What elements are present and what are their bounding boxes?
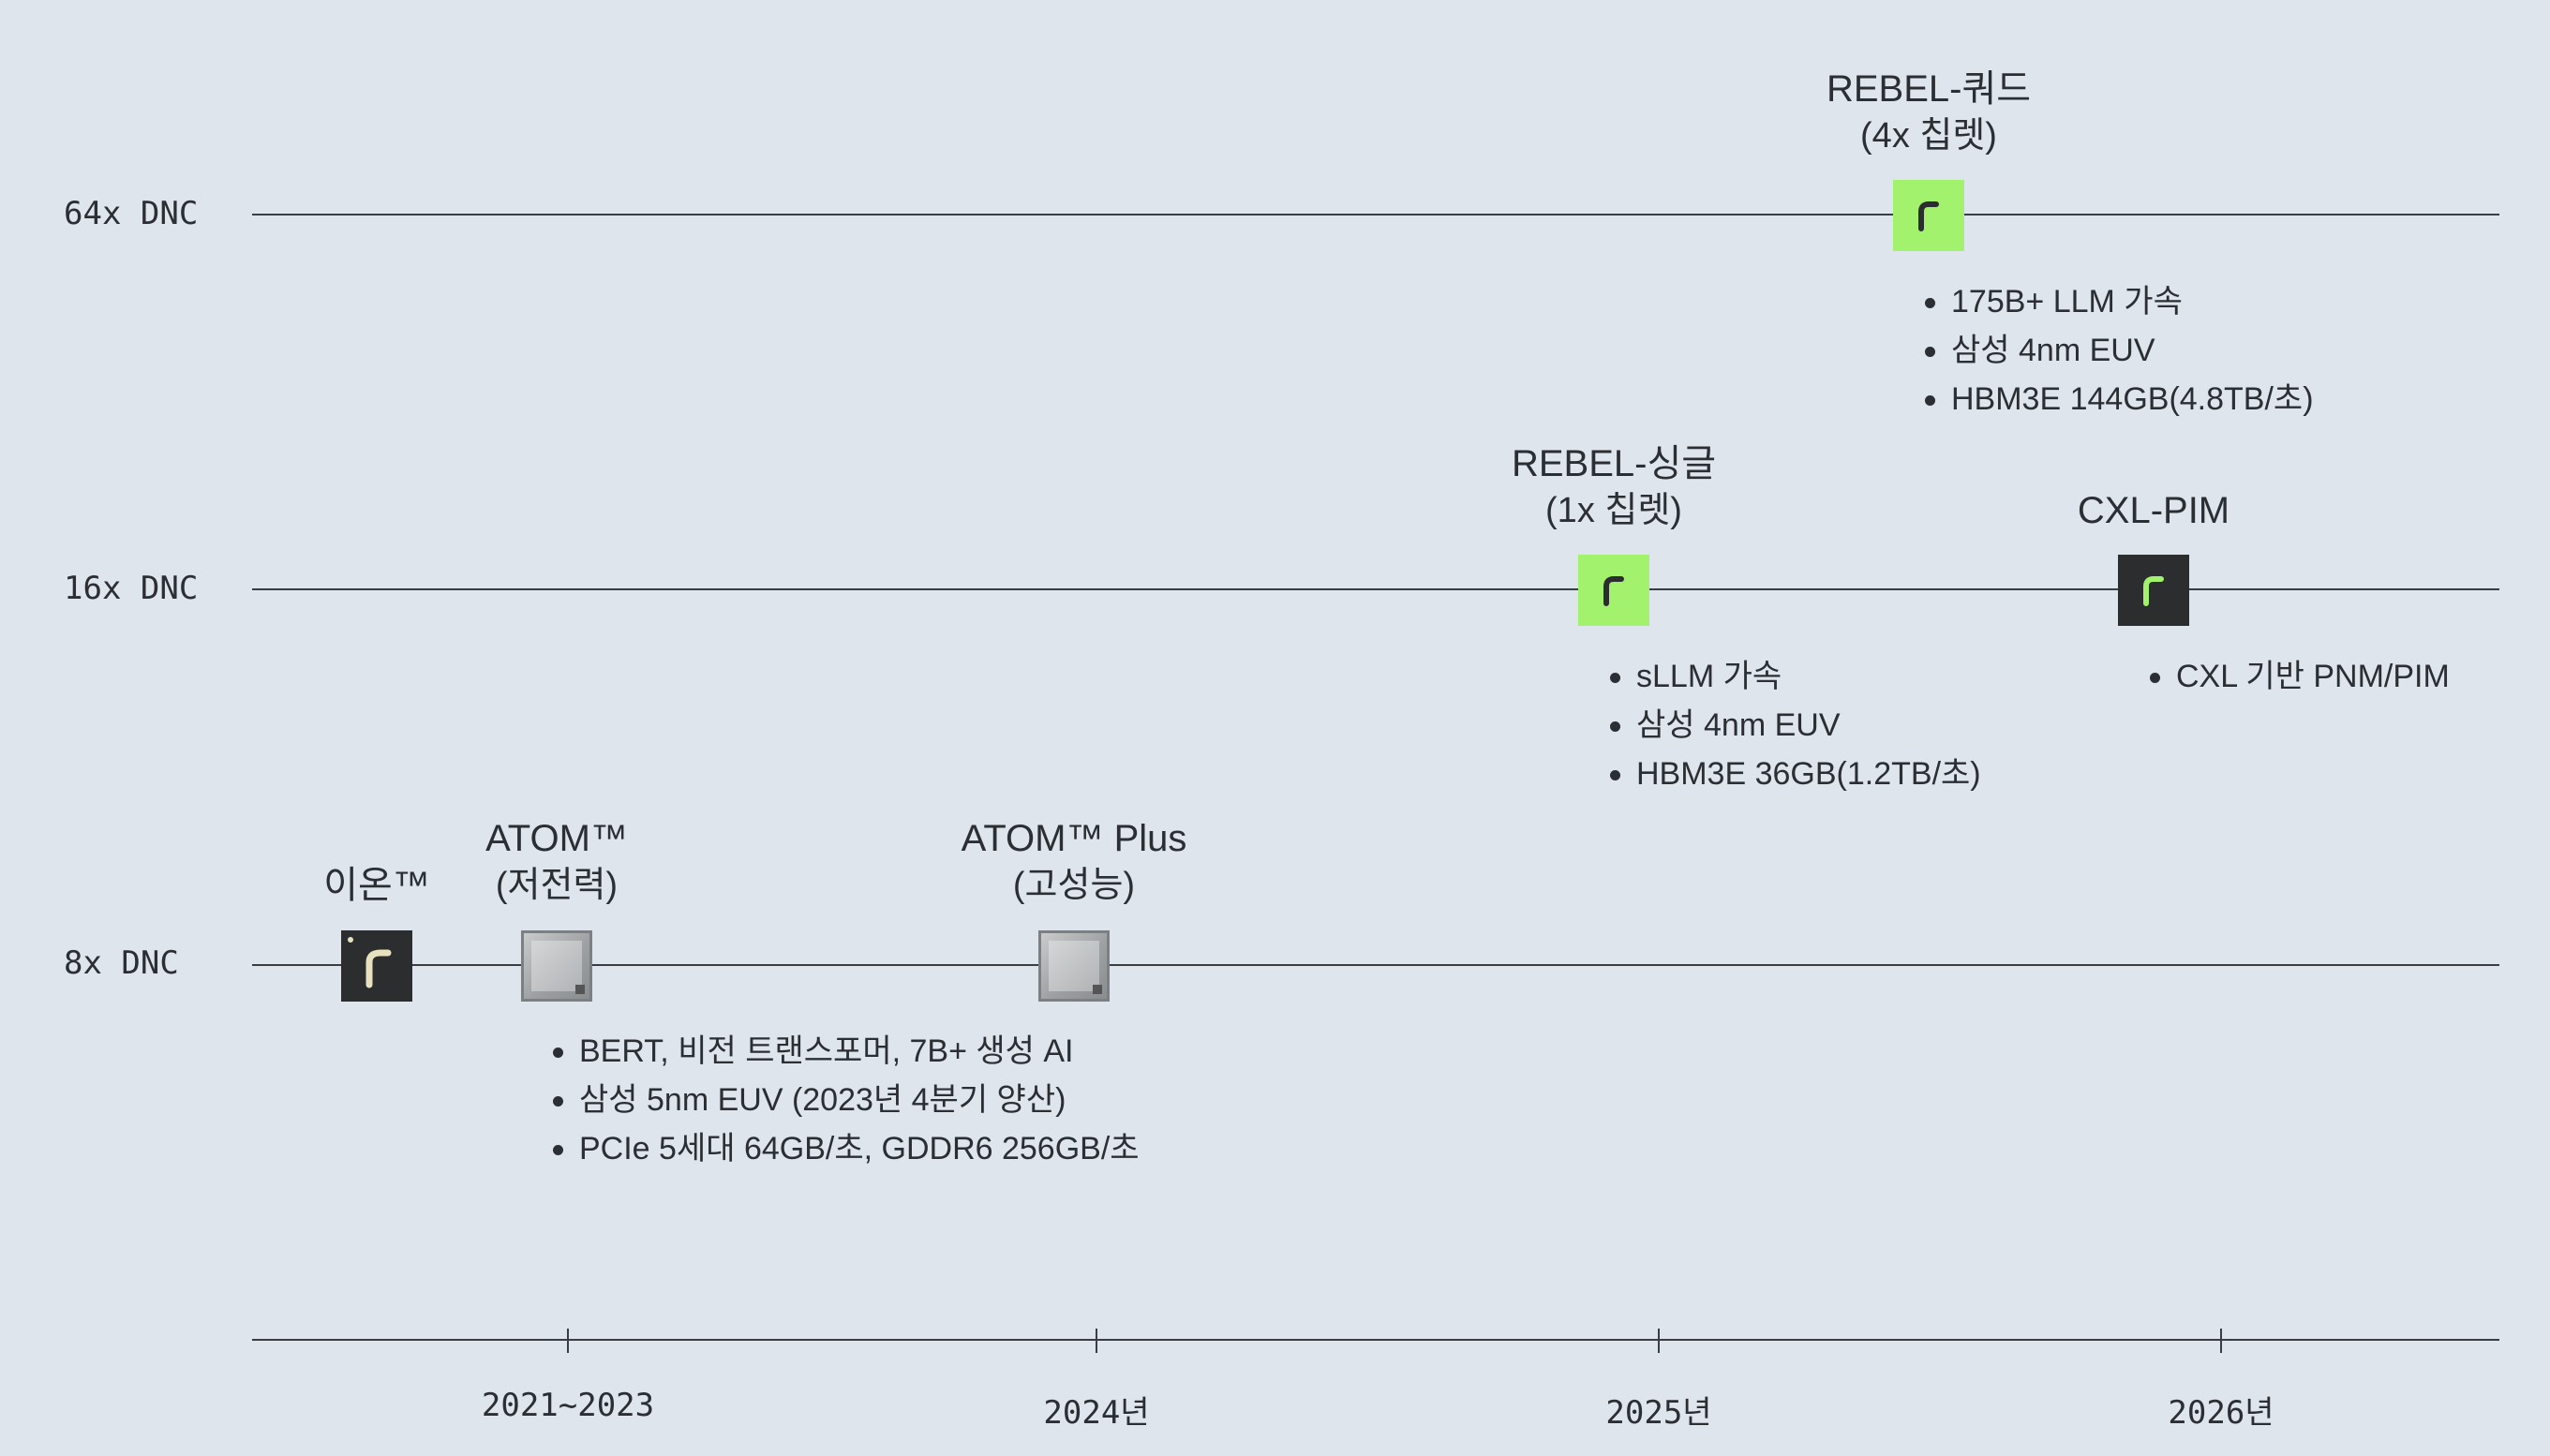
cxl-pim-name: CXL-PIM (2077, 490, 2230, 531)
ion-title: 이온™ (323, 862, 430, 909)
atom-plus-subtitle: (고성능) (1012, 866, 1136, 905)
axis-tick-2025 (1658, 1329, 1660, 1353)
list-item: CXL 기반 PNM/PIM (2146, 652, 2450, 701)
list-item: 삼성 4nm EUV (1921, 326, 2314, 375)
list-item: HBM3E 144GB(4.8TB/초) (1921, 375, 2314, 423)
axis-label-2024: 2024년 (1043, 1394, 1150, 1432)
rebel-quad-title: REBEL-쿼드 (4x 칩렛) (1827, 66, 2031, 159)
rebel-single-title: REBEL-싱글 (1x 칩렛) (1512, 440, 1716, 534)
atom-subtitle: (저전력) (495, 866, 619, 905)
time-axis-line (252, 1339, 2499, 1341)
atom-chip-die (531, 941, 582, 991)
tier-line-8x (252, 964, 2499, 966)
axis-tick-2026 (2220, 1329, 2222, 1353)
cxl-pim-specs: CXL 기반 PNM/PIM (2146, 652, 2450, 701)
tier-label-8x: 8x DNC (64, 944, 179, 982)
axis-tick-2021-2023 (567, 1329, 569, 1353)
list-item: PCIe 5세대 64GB/초, GDDR6 256GB/초 (549, 1124, 1140, 1173)
list-item: 175B+ LLM 가속 (1921, 277, 2314, 326)
list-item: sLLM 가속 (1606, 652, 1981, 701)
rebel-single-specs: sLLM 가속 삼성 4nm EUV HBM3E 36GB(1.2TB/초) (1606, 652, 1981, 798)
rebel-quad-subtitle: (4x 칩렛) (1860, 116, 1997, 156)
rebel-single-subtitle: (1x 칩렛) (1545, 491, 1682, 530)
axis-label-2025: 2025년 (1605, 1394, 1712, 1432)
list-item: 삼성 5nm EUV (2023년 4분기 양산) (549, 1076, 1140, 1124)
atom-specs: BERT, 비전 트랜스포머, 7B+ 생성 AI 삼성 5nm EUV (20… (549, 1027, 1140, 1173)
axis-tick-2024 (1096, 1329, 1097, 1353)
cxl-pim-chip-icon (2118, 555, 2189, 626)
atom-plus-title: ATOM™ Plus (고성능) (962, 815, 1187, 909)
rebel-single-chip-icon (1578, 555, 1649, 626)
atom-plus-chip-qr (1093, 985, 1102, 994)
axis-label-2021-2023: 2021~2023 (481, 1387, 655, 1424)
rebel-quad-chip-icon (1893, 180, 1964, 251)
axis-label-2026: 2026년 (2168, 1394, 2274, 1432)
list-item: BERT, 비전 트랜스포머, 7B+ 생성 AI (549, 1027, 1140, 1076)
tier-line-64x (252, 214, 2499, 215)
atom-plus-name: ATOM™ Plus (961, 818, 1187, 859)
atom-plus-chip-icon (1038, 930, 1110, 1002)
ion-chip-dot (348, 937, 353, 943)
tier-label-64x: 64x DNC (64, 195, 199, 232)
rebel-quad-specs: 175B+ LLM 가속 삼성 4nm EUV HBM3E 144GB(4.8T… (1921, 277, 2314, 423)
list-item: HBM3E 36GB(1.2TB/초) (1606, 750, 1981, 798)
atom-plus-chip-die (1049, 941, 1099, 991)
rebel-quad-name: REBEL-쿼드 (1826, 68, 2032, 110)
tier-line-16x (252, 588, 2499, 590)
list-item: 삼성 4nm EUV (1606, 701, 1981, 750)
atom-name: ATOM™ (485, 818, 628, 859)
atom-title: ATOM™ (저전력) (485, 815, 628, 909)
tier-label-16x: 16x DNC (64, 570, 199, 607)
rebel-single-name: REBEL-싱글 (1511, 443, 1717, 484)
ion-chip-icon (341, 930, 412, 1002)
atom-chip-qr (575, 985, 585, 994)
atom-chip-icon (521, 930, 592, 1002)
cxl-pim-title: CXL-PIM (2078, 487, 2229, 534)
ion-name: 이온™ (323, 865, 430, 906)
